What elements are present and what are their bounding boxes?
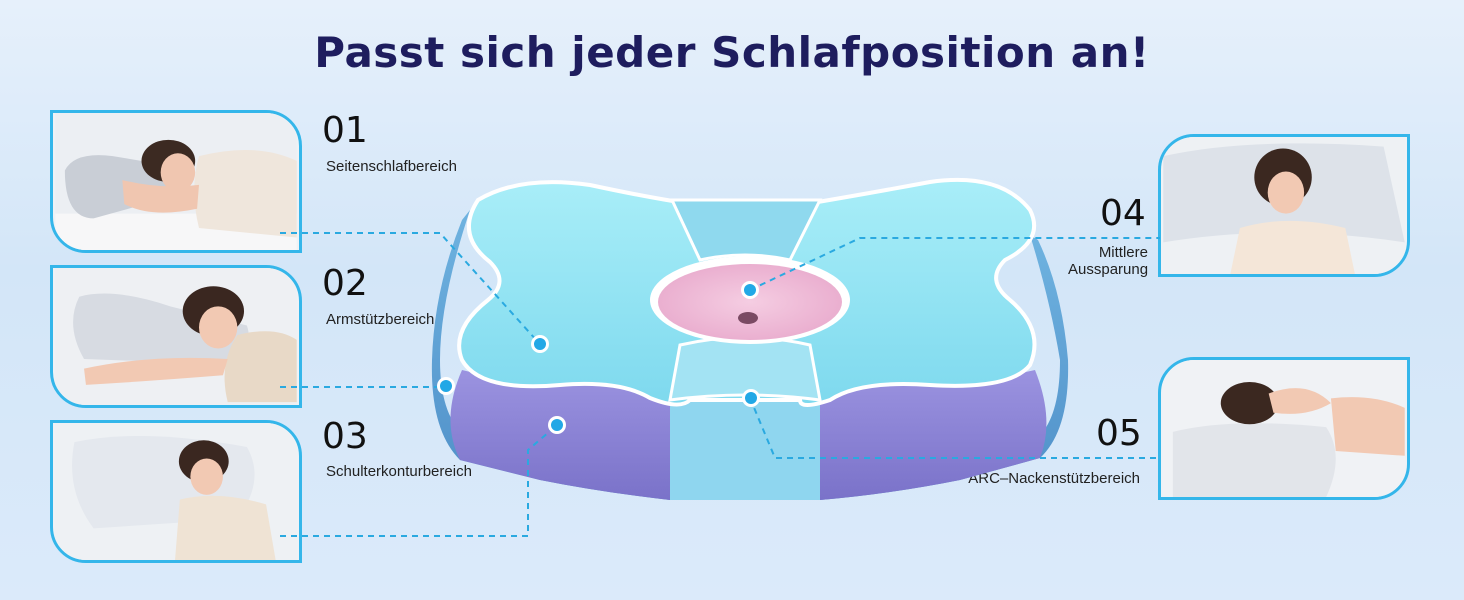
zone-number-05: 05 <box>1096 413 1142 454</box>
person-arm-rest-icon <box>55 268 297 405</box>
zone-label-02: Armstützbereich <box>326 311 435 328</box>
zone-number-02: 02 <box>322 263 368 304</box>
zone-markers <box>437 281 760 434</box>
zone-label-05: ARC–Nackenstützbereich <box>968 470 1140 487</box>
zone-number-04: 04 <box>1100 193 1146 234</box>
connector-lines <box>280 232 1160 537</box>
photo-shoulder-contour <box>50 420 302 563</box>
photo-side-sleeping <box>50 110 302 253</box>
photo-center-recess <box>1158 134 1410 277</box>
photo-neck-arc <box>1158 357 1410 500</box>
zone-number-01: 01 <box>322 110 368 151</box>
person-neck-arc-icon <box>1163 360 1405 497</box>
photo-arm-support <box>50 265 302 408</box>
zone-number-03: 03 <box>322 416 368 457</box>
person-back-center-icon <box>1163 137 1405 274</box>
zone-label-01: Seitenschlafbereich <box>326 158 457 175</box>
zone-label-03: Schulterkonturbereich <box>326 463 472 480</box>
contour-pillow-icon <box>431 177 1069 500</box>
zone-label-04: Mittlere Aussparung <box>1068 244 1149 278</box>
person-side-sleeping-icon <box>55 113 297 250</box>
page-title: Passt sich jeder Schlafposition an! <box>314 28 1150 77</box>
person-shoulder-icon <box>55 423 297 560</box>
